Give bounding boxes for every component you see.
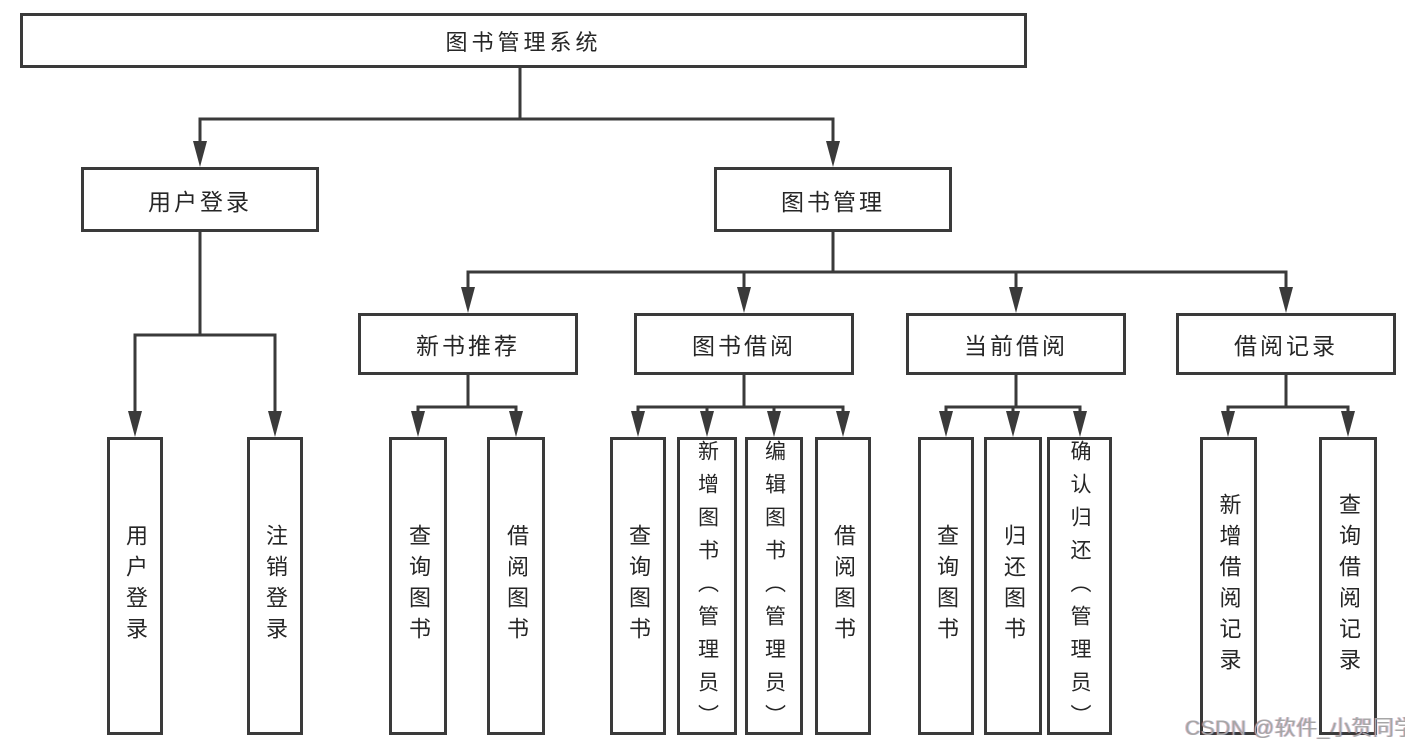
leaf-user-login-label: 用户登录 bbox=[123, 524, 148, 648]
arrowheads bbox=[128, 141, 1355, 437]
leaf-confirm-return-admin: 确认归还（管理员） bbox=[1047, 437, 1112, 737]
leaf-confirm-return-admin-label: 确认归还（管理员） bbox=[1068, 440, 1091, 737]
leaf-edit-books-admin: 编辑图书（管理员） bbox=[745, 437, 803, 737]
node-current-borrow: 当前借阅 bbox=[906, 313, 1126, 375]
leaf-query-books-borrow-label: 查询图书 bbox=[626, 524, 651, 648]
leaf-borrow-books-recommend: 借阅图书 bbox=[487, 437, 545, 735]
leaf-borrow-books: 借阅图书 bbox=[815, 437, 871, 735]
node-root: 图书管理系统 bbox=[20, 13, 1027, 68]
node-user-login: 用户登录 bbox=[81, 167, 319, 232]
node-root-label: 图书管理系统 bbox=[445, 29, 602, 55]
leaf-logout-label: 注销登录 bbox=[263, 524, 288, 648]
node-new-book-recommend: 新书推荐 bbox=[358, 313, 578, 375]
leaf-query-borrow-record-label: 查询借阅记录 bbox=[1336, 493, 1361, 679]
node-book-management-label: 图书管理 bbox=[781, 188, 885, 215]
leaf-return-books-label: 归还图书 bbox=[1001, 524, 1026, 648]
leaf-query-books-current-label: 查询图书 bbox=[934, 524, 959, 648]
leaf-user-login: 用户登录 bbox=[107, 437, 163, 735]
leaf-edit-books-admin-label: 编辑图书（管理员） bbox=[762, 440, 786, 737]
leaf-query-books-recommend: 查询图书 bbox=[389, 437, 447, 735]
leaf-query-books-borrow: 查询图书 bbox=[610, 437, 666, 735]
node-book-borrow-label: 图书借阅 bbox=[692, 333, 796, 359]
leaf-logout: 注销登录 bbox=[247, 437, 303, 735]
leaf-return-books: 归还图书 bbox=[984, 437, 1042, 735]
leaf-add-borrow-record-label: 新增借阅记录 bbox=[1216, 493, 1242, 679]
leaf-query-borrow-record: 查询借阅记录 bbox=[1319, 437, 1377, 735]
leaf-borrow-books-recommend-label: 借阅图书 bbox=[504, 524, 529, 648]
node-user-login-label: 用户登录 bbox=[148, 188, 252, 215]
csdn-watermark: CSDN @软件_小贺同学 bbox=[1185, 717, 1405, 740]
leaf-add-books-admin-label: 新增图书（管理员） bbox=[695, 440, 719, 737]
node-borrow-records-label: 借阅记录 bbox=[1234, 333, 1338, 359]
node-book-management: 图书管理 bbox=[714, 167, 952, 232]
leaf-add-borrow-record: 新增借阅记录 bbox=[1200, 437, 1257, 735]
node-borrow-records: 借阅记录 bbox=[1176, 313, 1396, 375]
leaf-add-books-admin: 新增图书（管理员） bbox=[677, 437, 737, 737]
leaf-borrow-books-label: 借阅图书 bbox=[831, 524, 856, 648]
node-new-book-recommend-label: 新书推荐 bbox=[416, 333, 520, 359]
leaf-query-books-recommend-label: 查询图书 bbox=[406, 524, 431, 648]
node-book-borrow: 图书借阅 bbox=[634, 313, 854, 375]
edge-lines bbox=[133, 68, 1350, 414]
leaf-query-books-current: 查询图书 bbox=[918, 437, 974, 735]
node-current-borrow-label: 当前借阅 bbox=[964, 333, 1068, 359]
